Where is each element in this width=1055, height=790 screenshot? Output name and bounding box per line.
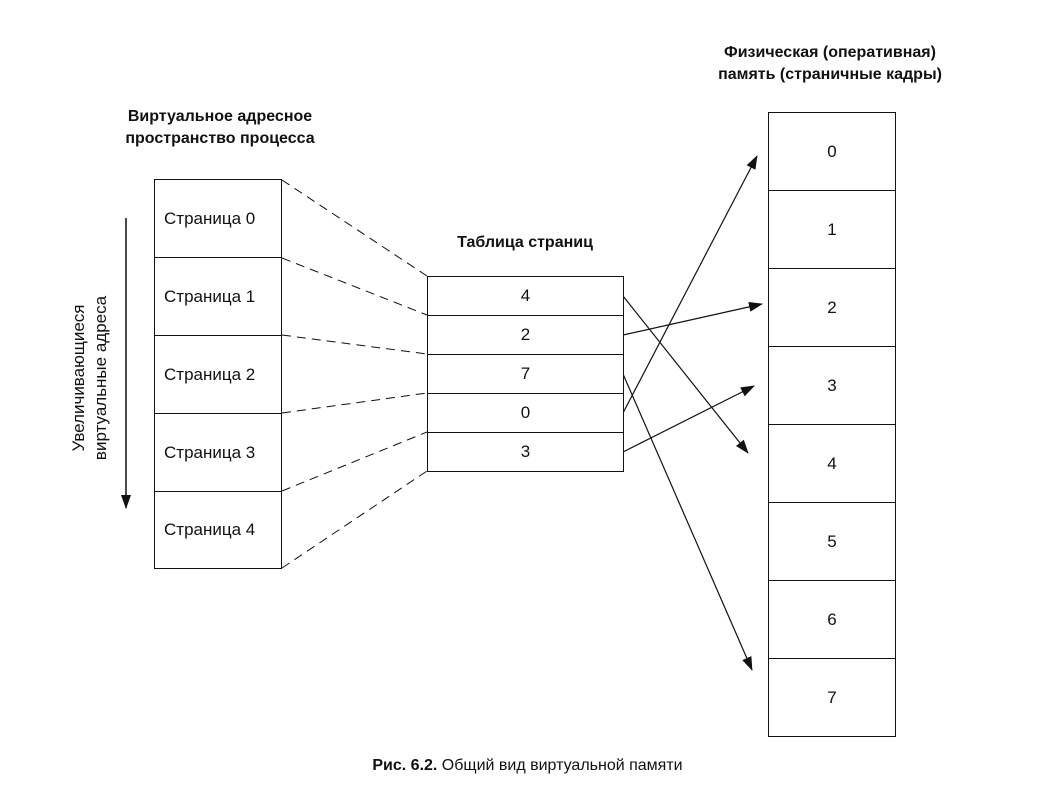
physical-memory-title-line2: память (страничные кадры) [718, 66, 942, 83]
physical-memory-title-line1: Физическая (оперативная) [724, 44, 936, 61]
figure-caption: Рис. 6.2. Общий вид виртуальной памяти [0, 757, 1055, 775]
virtual-space-title-line2: пространство процесса [125, 130, 315, 147]
page-table-entry-4: 3 [427, 432, 624, 472]
physical-memory-title: Физическая (оперативная) память (странич… [660, 42, 1000, 86]
frame-6: 6 [768, 580, 896, 659]
virtual-space-title-line1: Виртуальное адресное [127, 108, 313, 125]
frame-2: 2 [768, 268, 896, 347]
frame-1: 1 [768, 190, 896, 269]
virtual-page-0: Страница 0 [154, 179, 282, 258]
dashed-connector [281, 392, 428, 414]
page-table-title: Таблица страниц [457, 234, 593, 251]
frame-5: 5 [768, 502, 896, 581]
mapping-arrow-entry3-frame0 [622, 155, 758, 414]
virtual-page-4: Страница 4 [154, 491, 282, 569]
dashed-connector [281, 257, 428, 316]
frame-0: 0 [768, 112, 896, 191]
page-table-entry-3: 0 [427, 393, 624, 433]
dashed-connector [281, 431, 428, 492]
virtual-space-title: Виртуальное адресное пространство процес… [80, 106, 360, 150]
page-table-entry-1: 2 [427, 315, 624, 355]
virtual-page-3: Страница 3 [154, 413, 282, 492]
mapping-arrow-entry1-frame2 [622, 301, 763, 336]
axis-label-line1: Увеличивающиеся [69, 304, 88, 452]
page-table-entry-2: 7 [427, 354, 624, 394]
mapping-arrow-entry0-frame4 [622, 295, 749, 454]
dashed-connector [281, 470, 428, 569]
dashed-connector [281, 334, 428, 355]
frame-3: 3 [768, 346, 896, 425]
page-table-entry-0: 4 [427, 276, 624, 316]
virtual-page-2: Страница 2 [154, 335, 282, 414]
dashed-connector [281, 179, 428, 277]
frame-7: 7 [768, 658, 896, 737]
figure-caption-label: Рис. 6.2. [372, 757, 438, 774]
figure-caption-text: Общий вид виртуальной памяти [437, 757, 683, 774]
axis-label-line2: виртуальные адреса [91, 295, 110, 461]
virtual-page-1: Страница 1 [154, 257, 282, 336]
frame-4: 4 [768, 424, 896, 503]
mapping-arrow-entry2-frame7 [622, 373, 753, 671]
increasing-addresses-label: Увеличивающиеся виртуальные адреса [68, 278, 112, 478]
mapping-arrow-entry4-frame3 [622, 385, 755, 453]
